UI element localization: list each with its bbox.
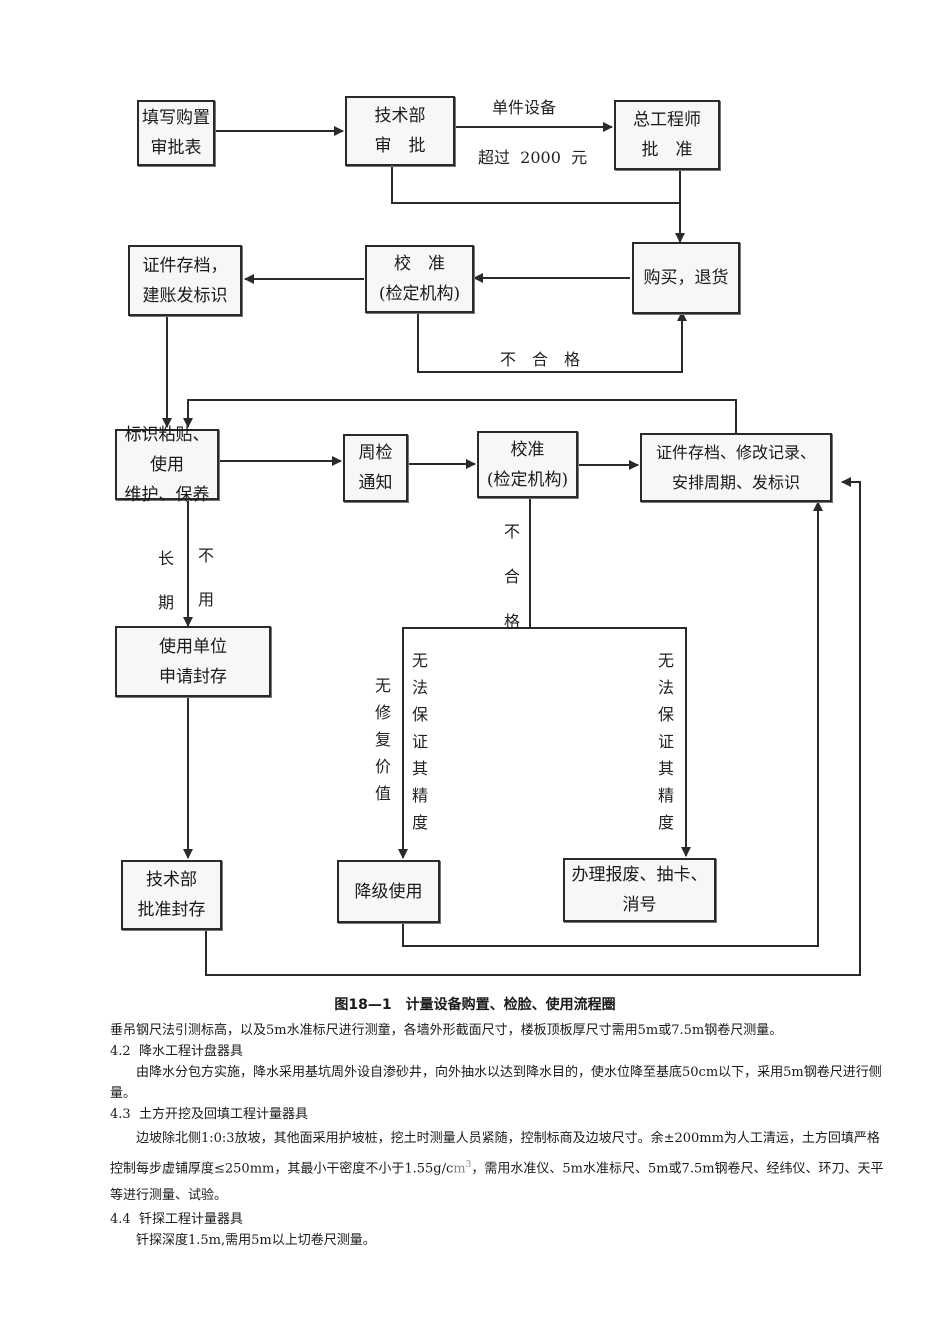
chief-engineer-box: 总工程师 批 准 — [614, 100, 720, 170]
heading-4-4: 4.4 钎探工程计量器具 — [110, 1212, 243, 1228]
heading-4-3: 4.3 土方开挖及回填工程计量器具 — [110, 1107, 308, 1122]
line-tech-down — [391, 166, 680, 204]
approve-seal-box: 技术部 批准封存 — [121, 860, 222, 930]
label-unqualified-1: 不 合 格 — [500, 350, 581, 369]
paragraph-2: 由降水分包方实施，降水采用基坑周外设自渗砂井，向外抽水以达到降水目的，使水位降至… — [110, 1065, 882, 1101]
cert-archive-box-2: 证件存档、修改记录、 安排周期、发标识 — [640, 433, 832, 502]
paragraph-1: 垂吊钢尺法引测标高，以及5m水准标尺进行测童，各墙外形截面尺寸，楼板顶板厚尺寸需… — [110, 1023, 783, 1038]
flowchart-connectors — [162, 122, 861, 976]
label-no-repair-value: 无 修 复 价 值 — [374, 676, 391, 803]
scrap-box: 办理报废、抽卡、消号 — [563, 858, 716, 922]
periodic-notice-box: 周检 通知 — [343, 434, 408, 502]
cert-archive-box-1: 证件存档， 建账发标识 — [128, 245, 242, 316]
label-no-precision-left: 无 法 保 证 其 精 度 — [411, 651, 428, 832]
arrow-downgrade-return — [402, 501, 823, 947]
figure-caption: 图18—1 计量设备购置、检脸、使用流程圈 — [334, 997, 616, 1013]
apply-seal-box: 使用单位 申请封存 — [115, 626, 271, 697]
arrow-to-scrap — [530, 627, 691, 857]
heading-4-2: 4.2 降水工程计盘器具 — [110, 1044, 243, 1059]
purchase-return-box: 购买，退货 — [632, 242, 740, 314]
label-long-term: 长 期 — [157, 549, 174, 612]
label-over-2000: 超过 2000 元 — [478, 148, 588, 167]
label-single-device: 单件设备 — [492, 98, 557, 117]
label-no-precision-right: 无 法 保 证 其 精 度 — [657, 651, 674, 832]
label-unqualified-2: 不 合 格 — [503, 522, 520, 631]
arrow-cert2-loop-back — [183, 399, 737, 433]
calibration-box-2: 校准 (检定机构) — [477, 431, 578, 498]
fill-purchase-form-box: 填写购置 审批表 — [137, 100, 215, 166]
body-text: 垂吊钢尺法引测标高，以及5m水准标尺进行测童，各墙外形截面尺寸，楼板顶板厚尺寸需… — [110, 1020, 890, 1251]
paragraph-4: 钎探深度1.5m,需用5m以上切卷尺测量。 — [136, 1233, 376, 1249]
tech-dept-review-box: 技术部 审 批 — [345, 96, 455, 166]
arrow-unqualified-back — [417, 311, 687, 373]
arrow-approve-seal-return — [205, 477, 861, 976]
flowchart: 填写购置 审批表 技术部 审 批 总工程师 批 准 购买，退货 校 准 (检定机… — [115, 96, 861, 976]
paragraph-3: 边坡除北侧1:0:3放坡，其他面采用护坡桩，挖土时测量人员紧随，控制标商及边坡尺… — [110, 1131, 884, 1204]
label-use-maintain-box: 标识粘贴、使用 维护、保养 — [115, 425, 219, 505]
line-calib2-unqualified — [398, 498, 531, 859]
downgrade-use-box: 降级使用 — [337, 860, 440, 923]
calibration-box-1: 校 准 (检定机构) — [365, 245, 474, 313]
label-not-used: 不 用 — [197, 546, 214, 609]
